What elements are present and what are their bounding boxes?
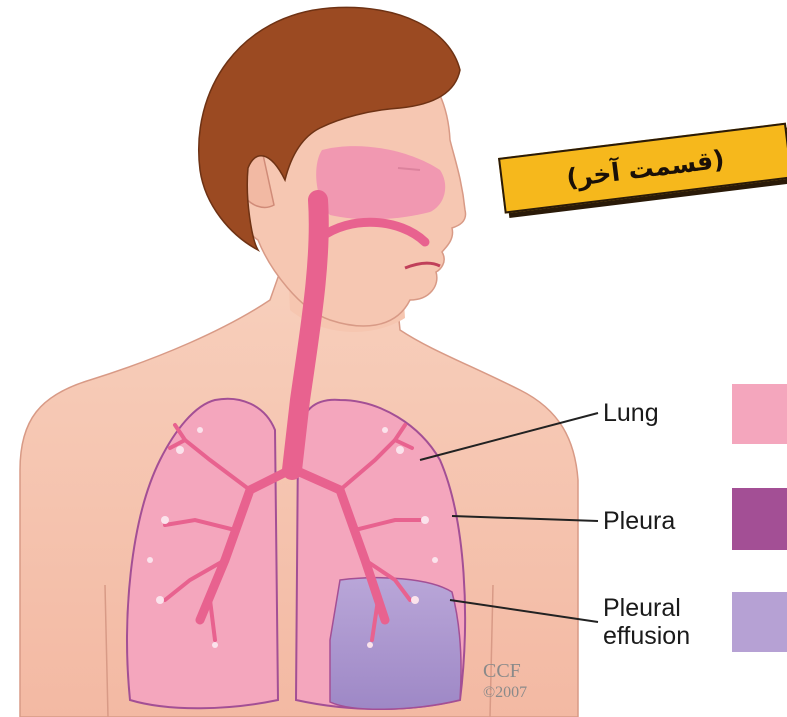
legend-label-lung: Lung [603, 399, 659, 427]
legend-swatch-pleura [732, 488, 787, 550]
pleural-effusion [330, 578, 461, 710]
legend-swatch-pleural-effusion [732, 592, 787, 652]
credit-year: ©2007 [483, 684, 527, 702]
legend-label-pleura: Pleura [603, 507, 675, 535]
legend-label-line: effusion [603, 622, 690, 650]
legend-label-pleural-effusion: Pleural effusion [603, 594, 690, 650]
legend-label-line: Pleural [603, 594, 690, 622]
legend-swatch-lung [732, 384, 787, 444]
credit-org: CCF [483, 660, 521, 683]
